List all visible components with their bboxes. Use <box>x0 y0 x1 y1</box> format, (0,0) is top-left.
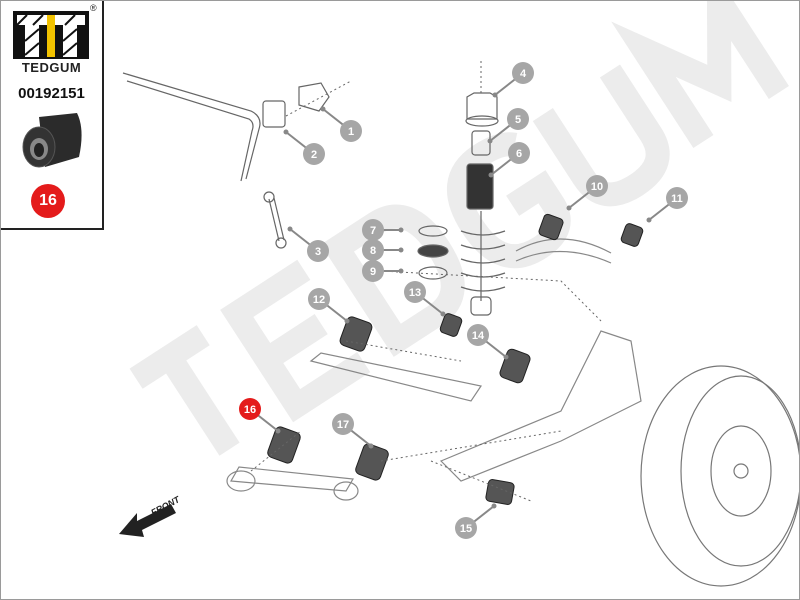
watermark-letter-e <box>220 259 371 423</box>
callout-arrowhead <box>503 354 509 360</box>
callout-12: 12 <box>308 288 350 324</box>
callout-circle <box>332 413 354 435</box>
callout-5: 5 <box>487 108 529 144</box>
callout-arrowhead <box>646 217 652 223</box>
callout-9: 9 <box>362 260 404 282</box>
callout-6: 6 <box>488 142 530 178</box>
sway-bar-clamp <box>298 82 330 112</box>
callout-label: 6 <box>516 148 522 160</box>
callout-circle <box>239 398 261 420</box>
callout-label: 7 <box>370 225 376 237</box>
callout-circle <box>507 108 529 130</box>
callout-circle <box>340 120 362 142</box>
callout-circle <box>455 517 477 539</box>
callout-arrowhead <box>440 311 446 317</box>
callout-circle <box>362 219 384 241</box>
callout-arrowhead <box>368 443 374 449</box>
callout-label: 10 <box>591 181 603 193</box>
watermark-letter-m <box>611 1 789 149</box>
callout-17: 17 <box>332 413 374 449</box>
callout-label: 5 <box>515 114 521 126</box>
callout-label: 14 <box>472 330 485 342</box>
callout-10: 10 <box>566 175 608 211</box>
callout-arrowhead <box>344 318 350 324</box>
callout-circle <box>508 142 530 164</box>
callout-label: 12 <box>313 294 325 306</box>
callout-label: 16 <box>244 404 256 416</box>
callout-label: 11 <box>671 193 683 205</box>
brand-name: TEDGUM <box>21 60 82 75</box>
callout-arrowhead <box>491 503 497 509</box>
callout-15: 15 <box>455 503 497 539</box>
callout-2: 2 <box>283 129 325 165</box>
callout-arrowhead <box>487 138 493 144</box>
callout-circle <box>362 239 384 261</box>
brake-drum-wheel <box>640 365 799 587</box>
callout-arrowhead <box>275 428 281 434</box>
bushing-16-highlight <box>267 426 301 464</box>
callout-13: 13 <box>404 281 446 317</box>
callout-arrowhead <box>287 226 293 232</box>
callout-label: 3 <box>315 246 321 258</box>
selected-callout-badge: 16 <box>31 184 65 218</box>
callout-11: 11 <box>646 187 688 223</box>
dust-boot <box>466 163 494 210</box>
front-direction-indicator: FRONT <box>119 494 183 537</box>
callout-label: 8 <box>370 245 376 257</box>
callout-16: 16 <box>239 398 281 434</box>
part-number: 00192151 <box>18 85 85 102</box>
part-info-panel: ® TEDGUM 00192151 16 <box>1 1 104 230</box>
callout-circle <box>303 143 325 165</box>
watermark-letter-t <box>129 325 240 456</box>
callout-4: 4 <box>492 62 534 98</box>
callout-arrowhead <box>283 129 289 135</box>
callout-arrowhead <box>398 227 404 233</box>
callout-label: 4 <box>520 68 527 80</box>
sway-bar-bushing <box>262 100 286 128</box>
callout-label: 2 <box>311 149 317 161</box>
callout-label: 1 <box>348 126 354 138</box>
callout-arrowhead <box>566 205 572 211</box>
suspension-arms <box>226 238 642 501</box>
callout-arrowhead <box>488 172 494 178</box>
callout-label: 13 <box>409 287 421 299</box>
callout-arrowhead <box>398 247 404 253</box>
callout-circle <box>362 260 384 282</box>
callout-circle <box>512 62 534 84</box>
callout-arrowhead <box>320 106 326 112</box>
bushing-product-image <box>22 113 82 168</box>
tedgum-logo <box>13 11 89 59</box>
callout-7: 7 <box>362 219 404 241</box>
callout-circle <box>467 324 489 346</box>
callout-circle <box>404 281 426 303</box>
sway-bar <box>122 72 330 249</box>
callout-8: 8 <box>362 239 404 261</box>
registered-mark: ® <box>90 3 97 13</box>
callout-label: 15 <box>460 523 472 535</box>
callout-14: 14 <box>467 324 509 360</box>
callout-arrowhead <box>398 268 404 274</box>
callout-circle <box>586 175 608 197</box>
callout-arrowhead <box>492 92 498 98</box>
callout-label: 17 <box>337 419 349 431</box>
leader-lines <box>250 61 602 502</box>
callout-circle <box>308 288 330 310</box>
callout-3: 3 <box>287 226 329 262</box>
callout-1: 1 <box>320 106 362 142</box>
front-arrow-icon <box>119 504 176 537</box>
callout-circle <box>666 187 688 209</box>
callout-label: 9 <box>370 266 376 278</box>
watermark-graphic <box>129 1 789 456</box>
callout-circle <box>307 240 329 262</box>
